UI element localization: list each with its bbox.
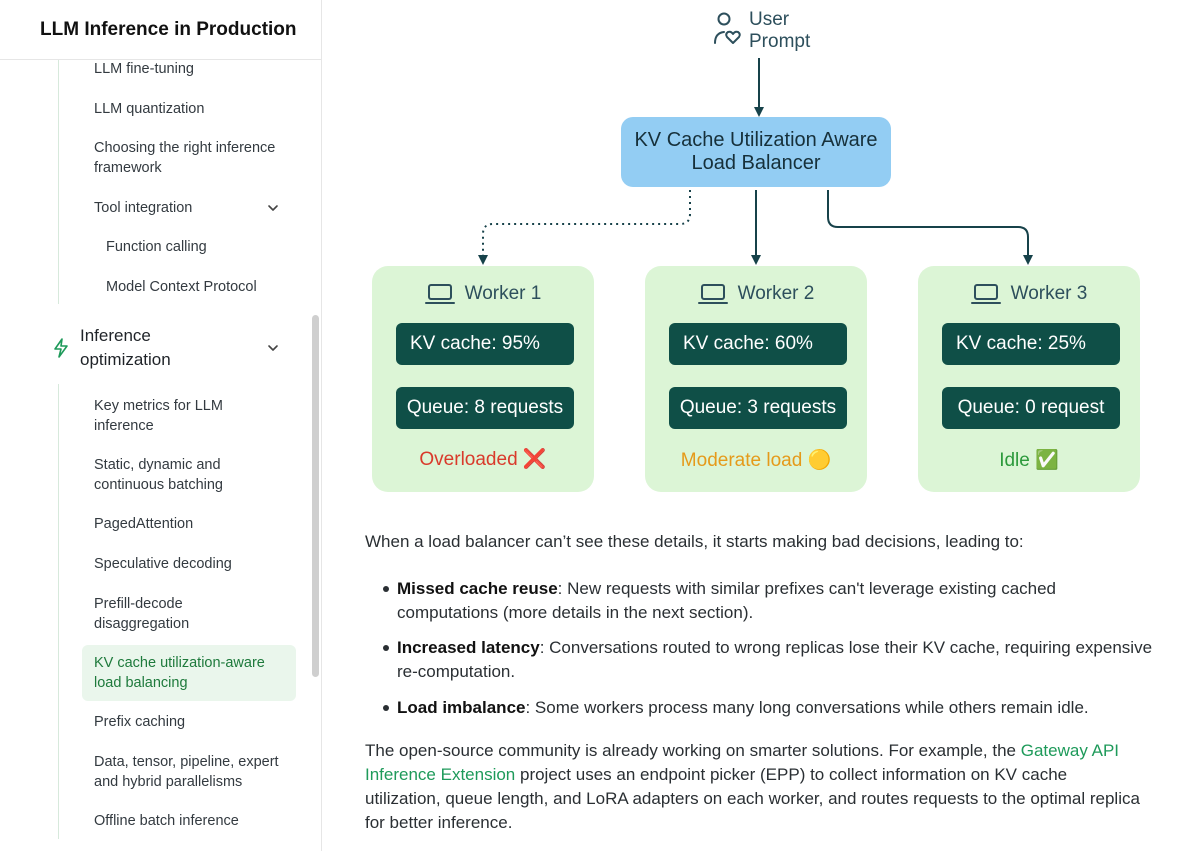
sidebar-item-speculative-decoding[interactable]: Speculative decoding [94,556,232,572]
lb-label-line-2: Load Balancer [691,152,821,174]
user-heart-icon [714,12,741,44]
worker-card: Worker 3 KV cache: 25% Queue: 0 request … [918,266,1140,492]
user-prompt-label: User Prompt [749,9,810,53]
laptop-icon [970,284,1001,304]
sidebar-item-batching[interactable]: Static, dynamic and continuous batching [94,457,223,493]
bullet-dot [383,586,389,592]
list-item: Increased latency: Conversations routed … [397,636,1157,684]
bullet-dot [383,705,389,711]
sidebar-item-prefill-decode[interactable]: Prefill-decode disaggregation [94,596,190,632]
sidebar-item-prefix-caching[interactable]: Prefix caching [94,714,186,730]
sidebar-section-inference-optimization[interactable]: Inference optimization [80,326,171,369]
sidebar-scrollbar[interactable] [312,315,319,677]
worker-queue: Queue: 3 requests [669,387,847,429]
sidebar-item-choosing-inference-framework[interactable]: Choosing the right inference framework [94,140,276,176]
laptop-icon [697,284,728,304]
nav-guide-line [58,384,59,839]
worker-queue: Queue: 8 requests [396,387,574,429]
worker-name: Worker 2 [737,283,815,304]
closing-text-pre: The open-source community is already wor… [365,741,1021,760]
diagram-arrows [478,58,1033,265]
bullet-text: : Conversations routed to wrong replicas… [397,638,1153,681]
worker-name: Worker 1 [464,283,542,304]
bullet-term: Missed cache reuse [397,579,558,598]
bullet-dot [383,645,389,651]
chevron-down-icon[interactable] [266,341,280,355]
worker-kv-cache: KV cache: 60% [669,323,847,365]
worker-card: Worker 1 KV cache: 95% Queue: 8 requests… [372,266,594,492]
sidebar-item-pagedattention[interactable]: PagedAttention [94,516,194,532]
worker-name: Worker 3 [1010,283,1088,304]
closing-paragraph: The open-source community is already wor… [365,739,1140,835]
intro-paragraph: When a load balancer can’t see these det… [365,532,1024,551]
sidebar: LLM Inference in Production LLM fine-tun… [0,0,322,851]
sidebar-item-parallelisms[interactable]: Data, tensor, pipeline, expert and hybri… [94,754,279,790]
lb-label-line-1: KV Cache Utilization Aware [634,129,878,151]
list-item: Missed cache reuse: New requests with si… [397,577,1157,625]
worker-card: Worker 2 KV cache: 60% Queue: 3 requests… [645,266,867,492]
arrow-lb-to-worker-1 [478,190,691,265]
worker-kv-cache: KV cache: 25% [942,323,1120,365]
sidebar-item-tool-integration[interactable]: Tool integration [94,200,193,216]
worker-queue: Queue: 0 request [942,387,1120,429]
sidebar-item-key-metrics[interactable]: Key metrics for LLM inference [94,398,223,434]
sidebar-item-kv-cache-load-balancing[interactable]: KV cache utilization-aware load balancin… [82,645,296,701]
closing-text-post: project uses an endpoint picker (EPP) to… [365,765,1140,832]
chevron-down-icon[interactable] [266,201,280,215]
user-label-line-2: Prompt [749,31,811,52]
bullet-text: : Some workers process many long convers… [525,698,1089,717]
bullet-term: Increased latency [397,638,540,657]
arrow-lb-to-worker-3 [827,190,1033,265]
bullet-text: : New requests with similar prefixes can… [397,579,1057,622]
worker-status: Idle ✅ [999,450,1059,471]
worker-status: Overloaded ❌ [419,449,547,470]
worker-kv-cache: KV cache: 95% [396,323,574,365]
sidebar-item-model-context-protocol[interactable]: Model Context Protocol [106,279,257,295]
load-balancer-box: KV Cache Utilization Aware Load Balancer [621,117,891,187]
user-label-line-1: User [749,9,790,30]
bullet-term: Load imbalance [397,698,526,717]
laptop-icon [424,284,455,304]
sidebar-item-offline-batch-inference[interactable]: Offline batch inference [94,813,239,829]
nav-guide-line [58,60,59,304]
list-item: Load imbalance: Some workers process man… [397,696,1157,720]
sidebar-item-function-calling[interactable]: Function calling [106,239,207,255]
worker-status: Moderate load 🟡 [680,450,832,471]
sidebar-item-llm-quantization[interactable]: LLM quantization [94,101,205,117]
sidebar-title: LLM Inference in Production [0,0,321,60]
load-balancer-diagram: User Prompt KV Cache Utilization Aware L… [321,0,1200,510]
sidebar-item-llm-fine-tuning[interactable]: LLM fine-tuning [94,61,194,77]
lightning-icon [54,338,68,358]
gateway-api-link[interactable]: Gateway API Inference Extension [365,741,1120,784]
